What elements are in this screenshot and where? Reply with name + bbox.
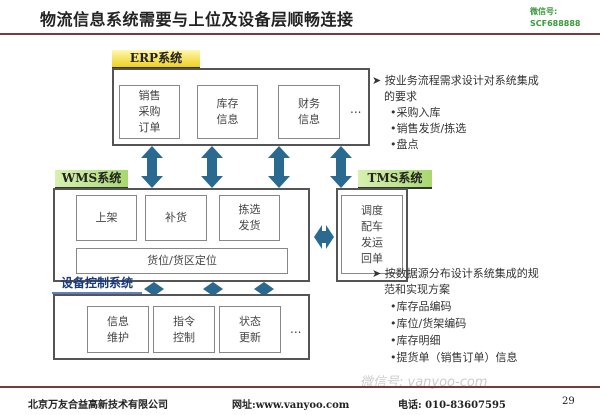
device-label: 设备控制系统 <box>52 275 142 294</box>
erp-module: 财务 信息 <box>278 85 340 139</box>
note-bullet: •采购入库 <box>390 106 441 119</box>
wechat-label: 微信号: <box>530 7 558 16</box>
note-heading: ➤ 按业务流程需求设计对系统集成 <box>372 74 539 87</box>
double-arrow-icon <box>201 146 223 188</box>
note-heading-cont: 的要求 <box>384 90 417 103</box>
page-title: 物流信息系统需要与上位及设备层顺畅连接 <box>40 10 354 29</box>
header-rule <box>0 33 600 35</box>
device-more: ... <box>290 322 302 336</box>
wms-label: WMS系统 <box>55 170 128 189</box>
device-module: 指令 控制 <box>153 306 215 353</box>
wechat-id: 微信号: SCF688888 <box>530 6 581 30</box>
footer-website[interactable]: 网址:www.vanyoo.com <box>232 400 350 411</box>
erp-module: 库存 信息 <box>197 85 258 139</box>
double-arrow-icon <box>268 146 290 188</box>
erp-box <box>112 68 370 146</box>
note-bullet: •库存明细 <box>390 334 441 347</box>
device-box <box>53 294 310 360</box>
tms-box <box>336 188 408 282</box>
device-module: 信息 维护 <box>87 306 149 353</box>
double-arrow-icon <box>314 225 334 249</box>
note-heading: ➤ 按数据源分布设计系统集成的规 <box>372 267 539 280</box>
double-arrow-icon <box>330 146 352 188</box>
note-bullet: •销售发货/拣选 <box>390 122 467 135</box>
wms-module: 拣选 发货 <box>219 195 280 241</box>
notes-erp: ➤ 按业务流程需求设计对系统集成 的要求 •采购入库 •销售发货/拣选 •盘点 <box>372 73 539 153</box>
footer-phone: 电话: 010-83607595 <box>398 400 506 411</box>
double-arrow-icon <box>203 282 223 296</box>
page-number: 29 <box>562 396 575 407</box>
double-arrow-icon <box>144 282 164 296</box>
wechat-id-value: SCF688888 <box>530 19 581 28</box>
tms-label: TMS系统 <box>358 170 432 189</box>
note-bullet: •库存品编码 <box>390 300 452 313</box>
footer-rule <box>0 386 600 388</box>
erp-module: 销售 采购 订单 <box>119 85 180 139</box>
double-arrow-icon <box>254 282 274 296</box>
wms-module: 上架 <box>76 195 137 241</box>
note-bullet: •盘点 <box>390 138 419 151</box>
double-arrow-icon <box>141 146 163 188</box>
tms-module: 调度 配车 发运 回单 <box>341 195 403 274</box>
notes-data: ➤ 按数据源分布设计系统集成的规 范和实现方案 •库存品编码 •库位/货架编码 … <box>372 266 539 366</box>
erp-more: ... <box>350 102 362 116</box>
note-bullet: •提货单（销售订单）信息 <box>390 351 518 364</box>
note-heading-cont: 范和实现方案 <box>384 283 450 296</box>
wms-box <box>53 188 310 282</box>
footer-company: 北京万友合益高新技术有限公司 <box>28 400 168 411</box>
wms-module: 补货 <box>145 195 207 241</box>
device-module: 状态 更新 <box>219 306 281 353</box>
wms-location-bar: 货位/货区定位 <box>76 248 288 274</box>
note-bullet: •库位/货架编码 <box>390 317 467 330</box>
